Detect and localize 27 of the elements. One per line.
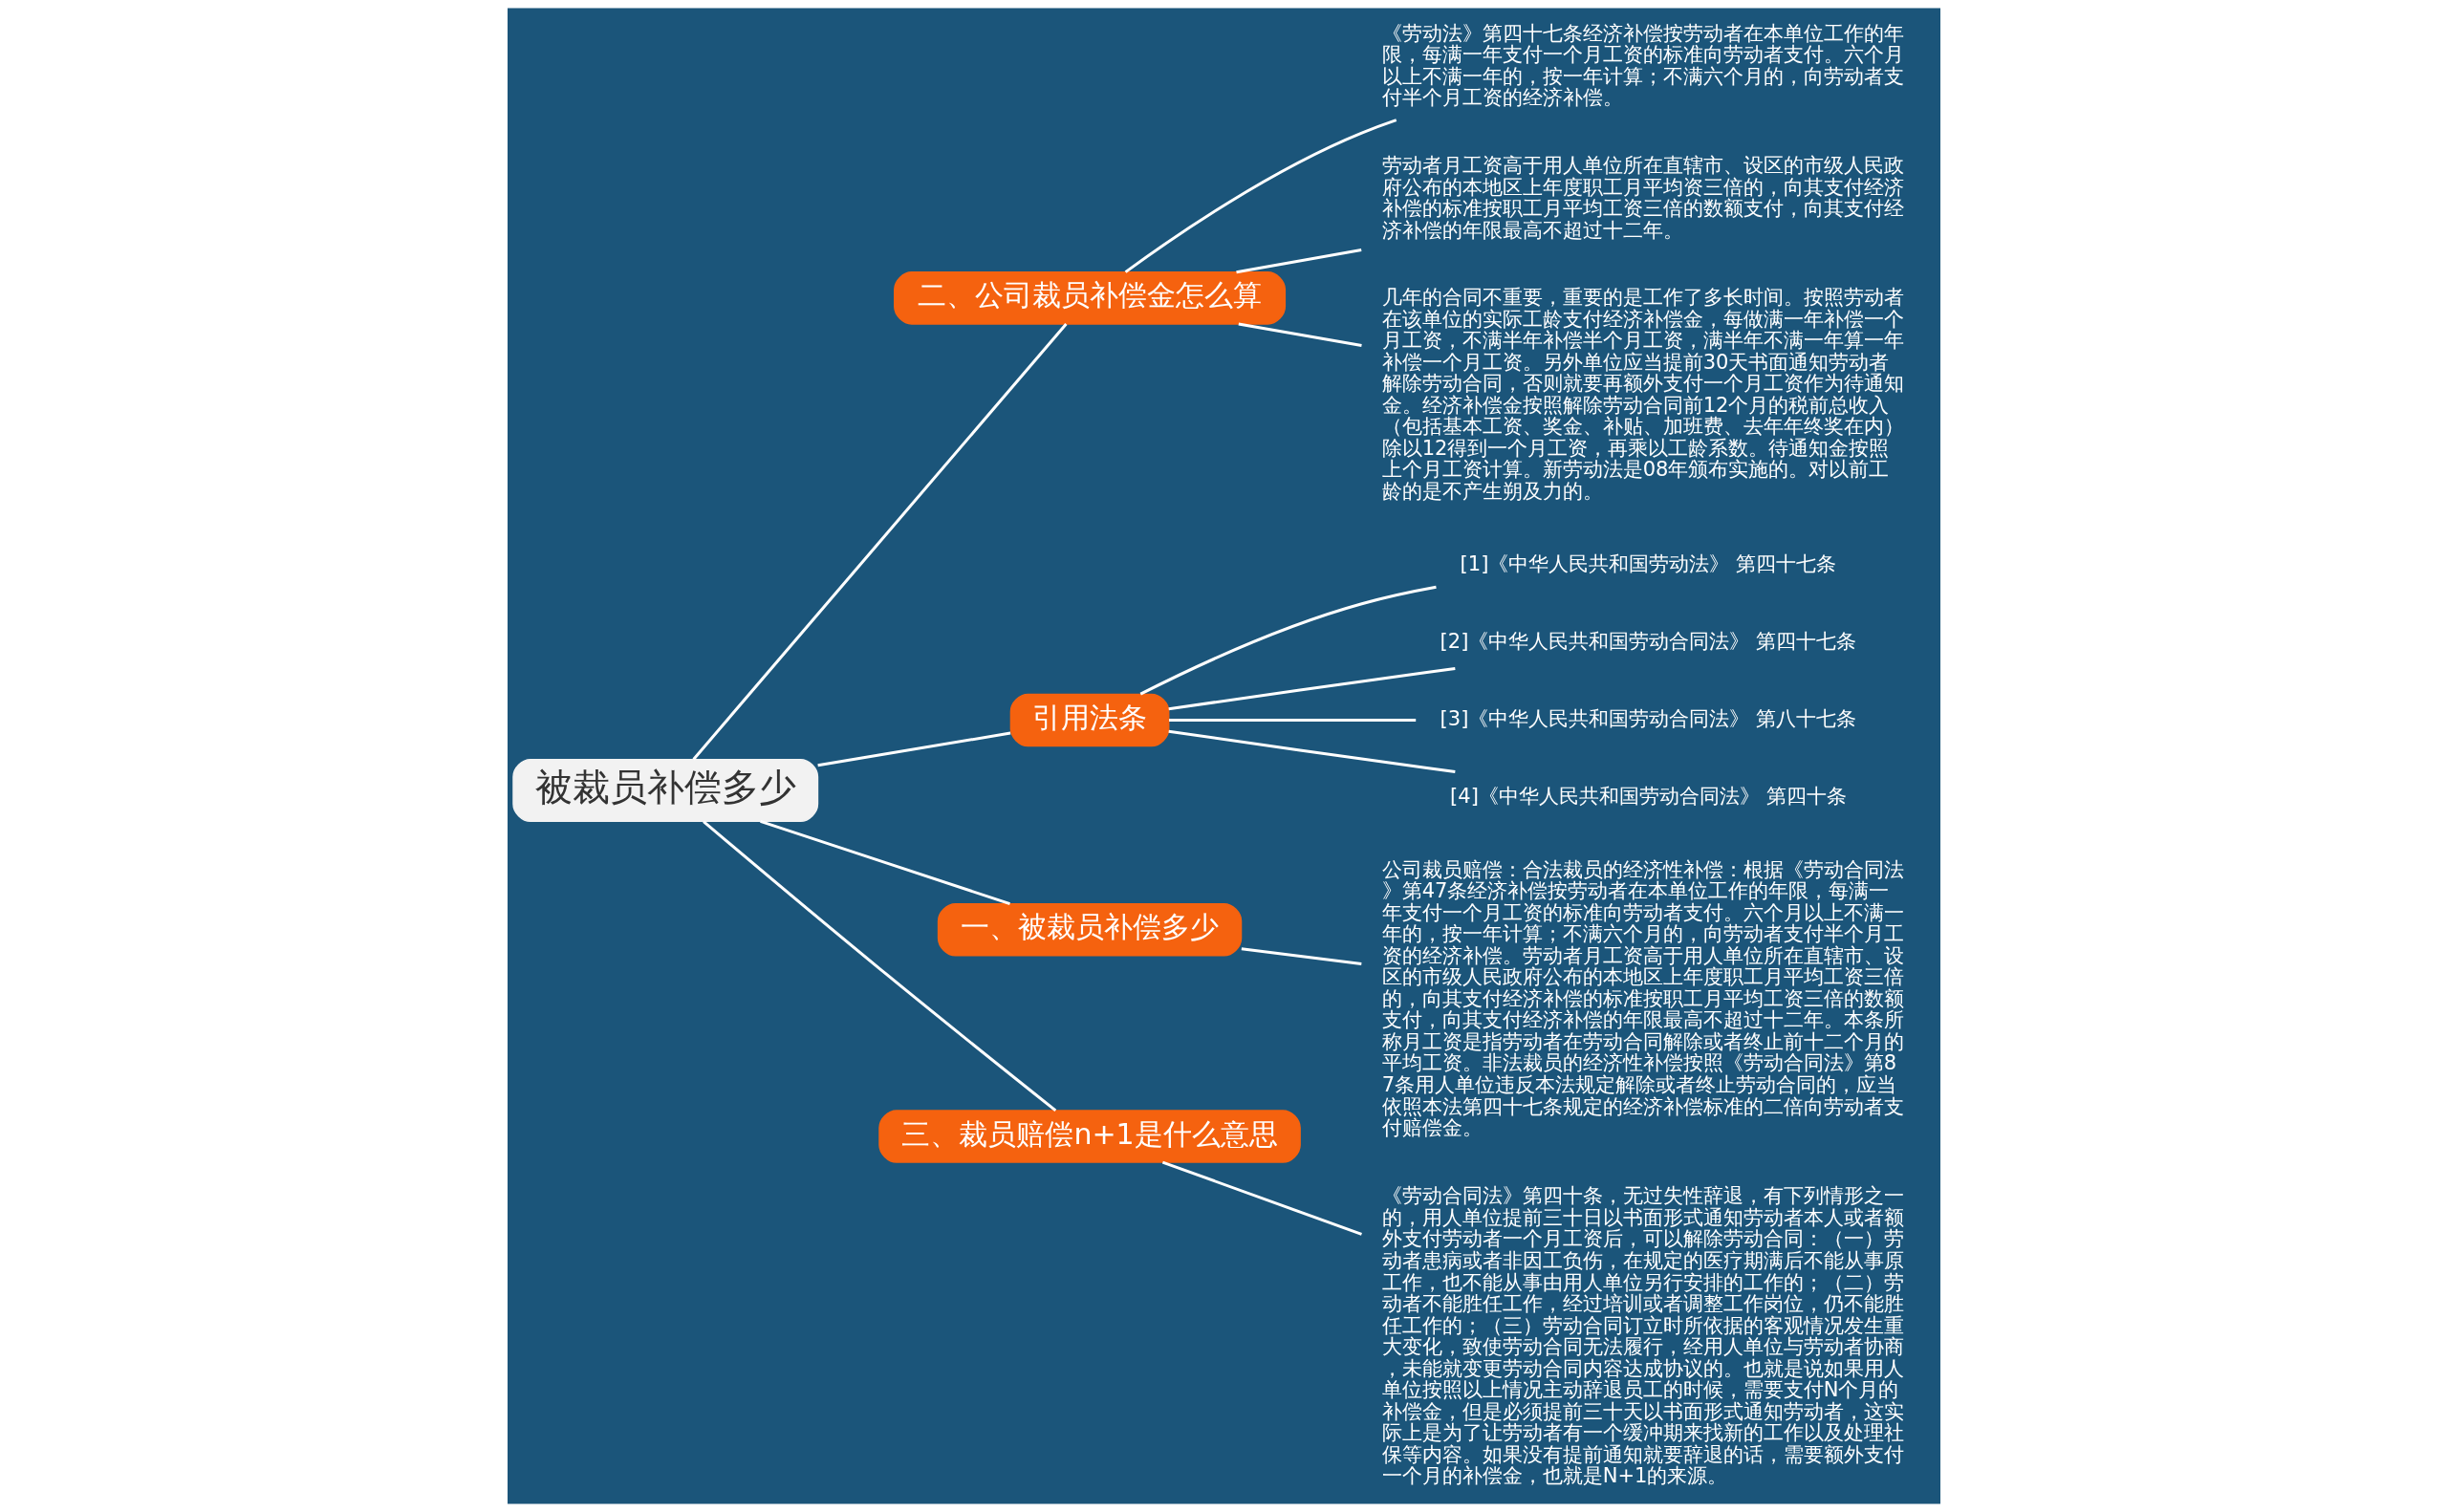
node-text: 几年的合同不重要，重要的是工作了多长时间。按照劳动者在该单位的实际工龄支付经济补偿金，每做满一年补偿一个月工资，不满半年补偿半个月工资，满半年不满一年算一年补偿一个月工资。另外单位应当提前30天书面通知劳动者解除劳动合同，否则就要再额外支付一个月工资作为待通知金。经济补偿金按照解除劳动合同前12个月的税前总收入（包括基本工资、奖金、补贴、加班费、去年年终奖在内）除以12得到一个月工资，再乘以工龄系数。待通知金按照上个月工资计算。新劳动法是08年颁布实施的。对以前工龄的是不产生朔及力的。	[1381, 285, 1904, 503]
connector	[1235, 248, 1361, 274]
connector	[1168, 718, 1416, 722]
connector	[1241, 947, 1361, 966]
connector	[1139, 585, 1437, 696]
connector	[1238, 322, 1362, 348]
node-text: [2]《中华人民共和国劳动合同法》 第四十七条	[1440, 628, 1856, 653]
connector	[692, 322, 1068, 761]
connector	[816, 731, 1010, 767]
connector	[1168, 729, 1456, 773]
connector	[759, 819, 1010, 906]
node-box: 引用法条	[1009, 693, 1169, 747]
node-box: 二、公司裁员补偿金怎么算	[893, 271, 1286, 325]
node-box: 三、裁员赔偿n+1是什么意思	[877, 1110, 1301, 1163]
node-text: [4]《中华人民共和国劳动合同法》 第四十条	[1449, 784, 1847, 809]
node-text: 劳动者月工资高于用人单位所在直辖市、设区的市级人民政府公布的本地区上年度职工月平均资三倍的，向其支付经济补偿的标准按职工月平均工资三倍的数额支付，向其支付经济补偿的年限最高不超过十二年。	[1381, 152, 1904, 242]
node-box: 被裁员补偿多少	[511, 759, 818, 823]
node-box: 一、被裁员补偿多少	[937, 902, 1242, 957]
connector	[702, 820, 1056, 1112]
connector	[1124, 119, 1397, 273]
node-text: 公司裁员赔偿：合法裁员的经济性补偿：根据《劳动合同法》第47条经济补偿按劳动者在本单位工作的年限，每满一年支付一个月工资的标准向劳动者支付。六个月以上不满一年的，按一年计算；不满六个月的，向劳动者支付半个月工资的经济补偿。劳动者月工资高于用人单位所在直辖市、设区的市级人民政府公布的本地区上年度职工月平均工资三倍的，向其支付经济补偿的标准按职工月平均工资三倍的数额支付，向其支付经济补偿的年限最高不超过十二年。本条所称月工资是指劳动者在劳动合同解除或者终止前十二个月的平均工资。非法裁员的经济性补偿按照《劳动合同法》第87条用人单位违反本法规定解除或者终止劳动合同的，应当依照本法第四十七条规定的经济补偿标准的二倍向劳动者支付赔偿金。	[1381, 856, 1904, 1140]
node-text: [3]《中华人民共和国劳动合同法》 第八十七条	[1440, 706, 1856, 731]
node-text: 《劳动法》第四十七条经济补偿按劳动者在本单位工作的年限，每满一年支付一个月工资的标准向劳动者支付。六个月以上不满一年的，按一年计算；不满六个月的，向劳动者支付半个月工资的经济补偿。	[1381, 20, 1904, 110]
node-text: 《劳动合同法》第四十条，无过失性辞退，有下列情形之一的，用人单位提前三十日以书面形式通知劳动者本人或者额外支付劳动者一个月工资后，可以解除劳动合同：（一）劳动者患病或者非因工负伤，在规定的医疗期满后不能从事原工作，也不能从事由用人单位另行安排的工作的；（二）劳动者不能胜任工作，经过培训或者调整工作岗位，仍不能胜任工作的；（三）劳动合同订立时所依据的客观情况发生重大变化，致使劳动合同无法履行，经用人单位与劳动者协商，未能就变更劳动合同内容达成协议的。也就是说如果用人单位按照以上情况主动辞退员工的时候，需要支付N个月的补偿金，但是必须提前三十天以书面形式通知劳动者，这实际上是为了让劳动者有一个缓冲期来找新的工作以及处理社保等内容。如果没有提前通知就要辞退的话，需要额外支付一个月的补偿金，也就是N+1的来源。	[1381, 1183, 1904, 1488]
connector	[1168, 666, 1456, 711]
node-text: [1]《中华人民共和国劳动法》 第四十七条	[1460, 551, 1836, 575]
connector	[1161, 1160, 1362, 1236]
